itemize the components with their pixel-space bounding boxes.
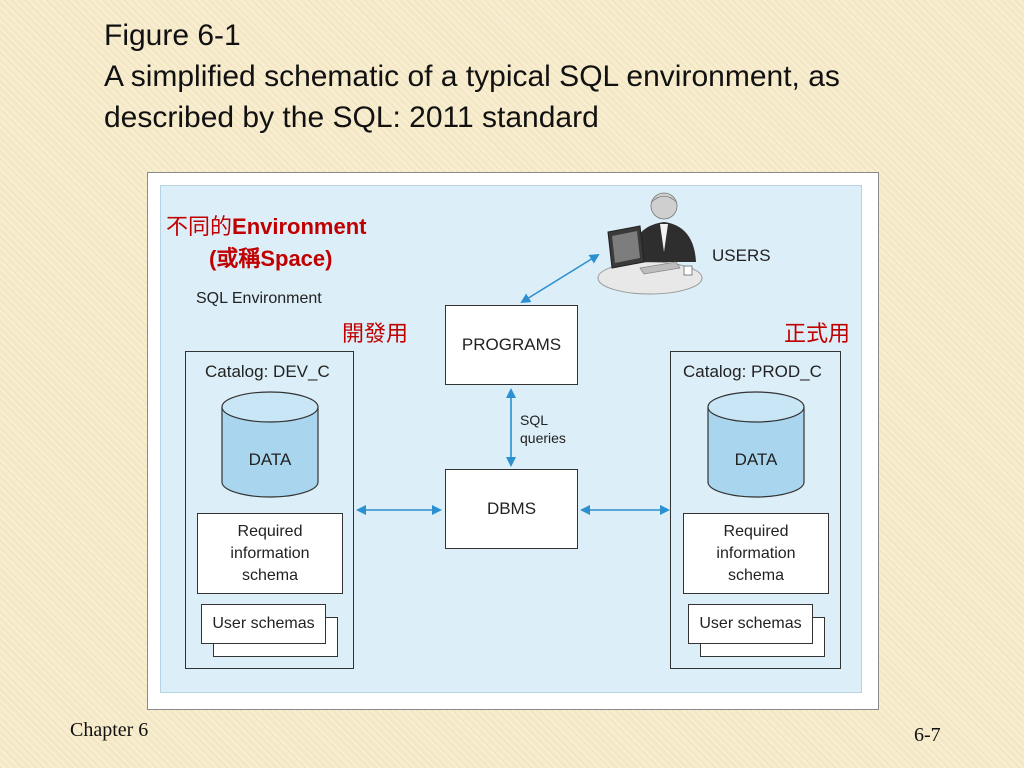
page-number: 6-7 <box>914 724 941 746</box>
required-line1: Required <box>723 522 789 540</box>
required-line2: information <box>716 544 796 562</box>
arrow-users-programs <box>520 253 600 304</box>
data-label-prod: DATA <box>734 450 778 469</box>
catalog-prod-label: Catalog: PROD_C <box>683 362 822 381</box>
space-note-word: Space) <box>260 246 333 271</box>
catalog-dev-label: Catalog: DEV_C <box>205 362 330 381</box>
dbms-label: DBMS <box>486 499 537 518</box>
space-note-open: (或稱 <box>209 246 261 271</box>
sql-queries-label: SQL queries <box>520 411 566 447</box>
data-label-dev: DATA <box>248 450 292 469</box>
figure-number: Figure 6-1 <box>104 19 241 52</box>
required-schema-prod: Required information schema <box>683 513 829 594</box>
figure-caption-line2: described by the SQL: 2011 standard <box>104 101 599 134</box>
sql-environment-label: SQL Environment <box>196 290 322 307</box>
prod-use-note: 正式用 <box>784 321 851 346</box>
space-note: (或稱Space) <box>209 241 332 273</box>
catalog-dev <box>185 351 354 669</box>
catalog-prod <box>670 351 841 669</box>
sql-queries-line2: queries <box>520 430 566 446</box>
required-line3: schema <box>727 566 785 584</box>
user-at-computer-icon <box>597 192 703 295</box>
environment-note-word: Environment <box>232 214 367 239</box>
user-schemas-dev: User schemas <box>201 604 326 644</box>
required-line3: schema <box>241 566 299 584</box>
chapter-label: Chapter 6 <box>70 719 149 741</box>
sql-queries-line1: SQL <box>520 412 549 428</box>
user-schemas-dev-label: User schemas <box>212 615 315 632</box>
figure-caption-line1: A simplified schematic of a typical SQL … <box>104 60 840 93</box>
data-cylinder-dev <box>221 391 319 498</box>
environment-note-prefix: 不同的 <box>166 214 233 239</box>
required-line2: information <box>230 544 310 562</box>
environment-note: 不同的Environment <box>166 209 366 241</box>
data-cylinder-prod <box>707 391 805 498</box>
users-label: USERS <box>712 246 771 265</box>
dev-use-note: 開發用 <box>342 321 409 346</box>
required-schema-dev: Required information schema <box>197 513 343 594</box>
programs-box: PROGRAMS <box>445 305 578 385</box>
user-schemas-prod: User schemas <box>688 604 813 644</box>
programs-label: PROGRAMS <box>461 335 562 354</box>
user-schemas-prod-label: User schemas <box>699 615 802 632</box>
dbms-box: DBMS <box>445 469 578 549</box>
required-line1: Required <box>237 522 303 540</box>
